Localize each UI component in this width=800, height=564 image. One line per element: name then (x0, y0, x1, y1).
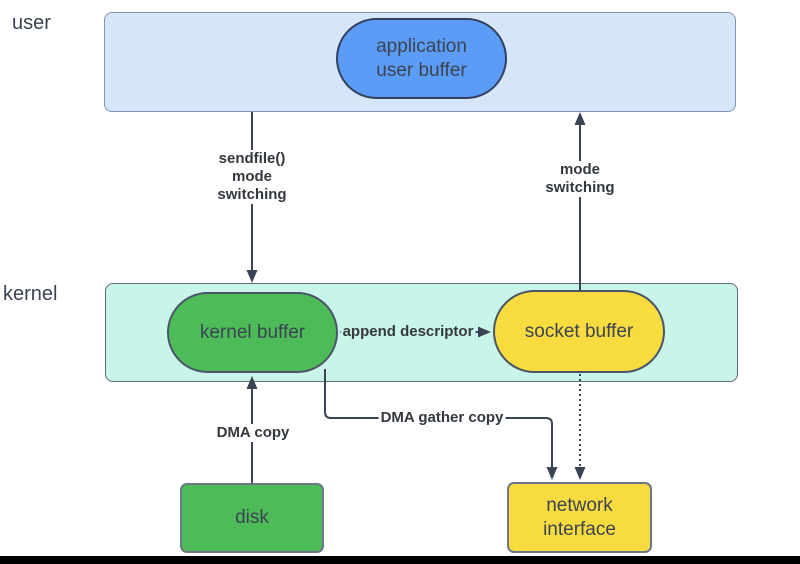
network-interface-node: network interface (507, 482, 652, 553)
mode-switching-label: mode switching (543, 161, 617, 197)
append-descriptor-label: append descriptor (340, 323, 476, 341)
application-user-buffer-node: application user buffer (336, 18, 507, 99)
dma-copy-label: DMA copy (214, 424, 292, 442)
kernel-buffer-node: kernel buffer (167, 292, 338, 373)
socket-to-network-dotted-arrow (574, 374, 586, 480)
sendfile-mode-switching-label: sendfile() mode switching (215, 150, 289, 204)
bottom-edge-bar (0, 556, 800, 564)
socket-buffer-node: socket buffer (493, 290, 665, 373)
dma-gather-copy-label: DMA gather copy (378, 409, 506, 427)
mode-switching-arrow (574, 112, 586, 290)
user-layer-label: user (12, 12, 51, 34)
kernel-layer-label: kernel (3, 283, 58, 305)
disk-node: disk (180, 483, 324, 553)
